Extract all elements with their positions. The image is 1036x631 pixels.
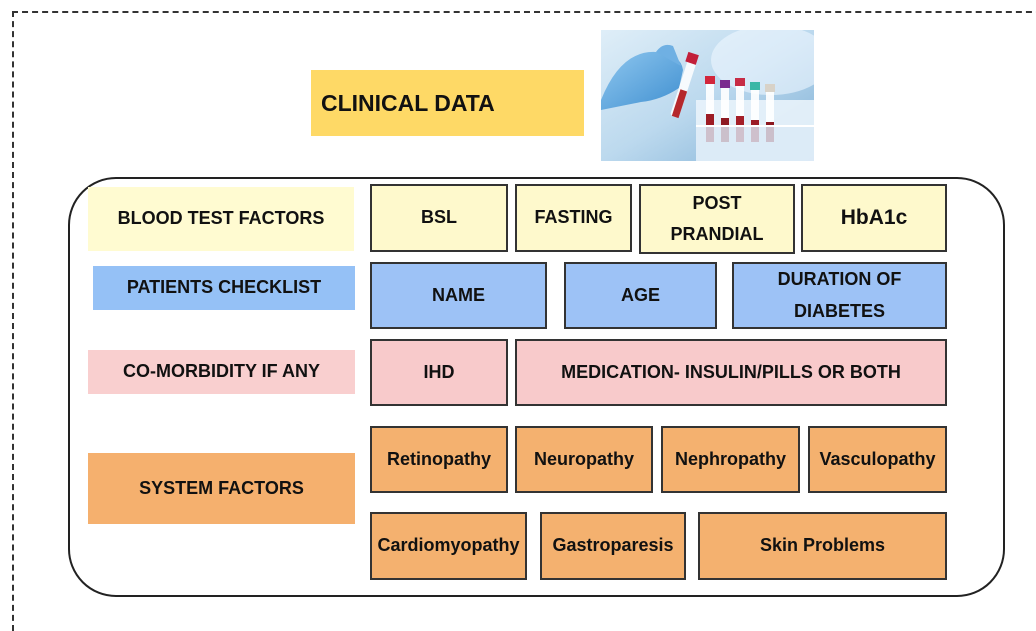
- patients-checklist-label: PATIENTS CHECKLIST: [93, 266, 355, 310]
- clinical-data-title: CLINICAL DATA: [311, 70, 584, 136]
- name-cell: NAME: [370, 262, 547, 329]
- cardiomyopathy-cell: Cardiomyopathy: [370, 512, 527, 580]
- dashed-frame: [12, 11, 1036, 631]
- co-morbidity-label: CO-MORBIDITY IF ANY: [88, 350, 355, 394]
- medication-cell: MEDICATION- INSULIN/PILLS OR BOTH: [515, 339, 947, 406]
- nephropathy-cell: Nephropathy: [661, 426, 800, 493]
- gastroparesis-cell: Gastroparesis: [540, 512, 686, 580]
- system-factors-label: SYSTEM FACTORS: [88, 453, 355, 524]
- hba1c-cell: HbA1c: [801, 184, 947, 252]
- skin-problems-cell: Skin Problems: [698, 512, 947, 580]
- neuropathy-cell: Neuropathy: [515, 426, 653, 493]
- bsl-cell: BSL: [370, 184, 508, 252]
- fasting-cell: FASTING: [515, 184, 632, 252]
- blood-test-tubes-photo: [601, 30, 814, 161]
- duration-of-diabetes-cell: DURATION OF DIABETES: [732, 262, 947, 329]
- post-prandial-cell: POST PRANDIAL: [639, 184, 795, 254]
- age-cell: AGE: [564, 262, 717, 329]
- ihd-cell: IHD: [370, 339, 508, 406]
- vasculopathy-cell: Vasculopathy: [808, 426, 947, 493]
- retinopathy-cell: Retinopathy: [370, 426, 508, 493]
- blood-test-factors-label: BLOOD TEST FACTORS: [88, 187, 354, 251]
